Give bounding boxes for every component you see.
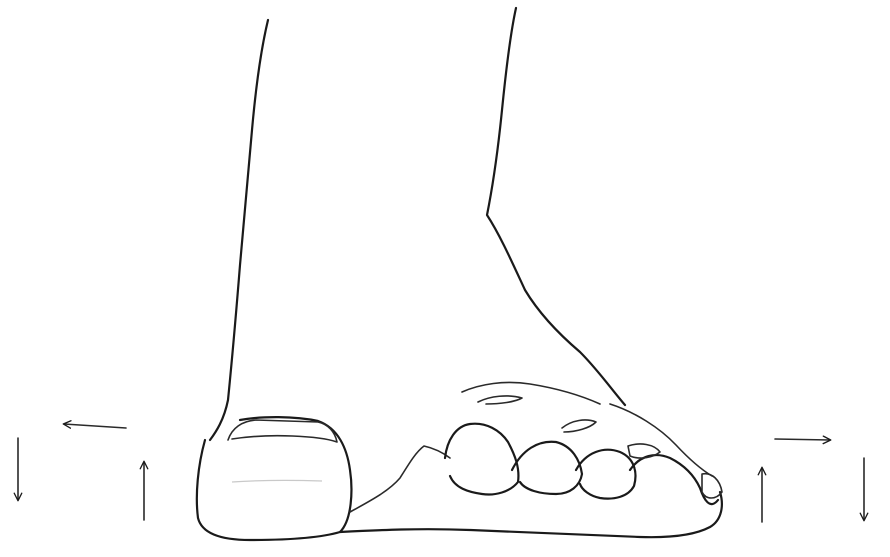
toe-tip-curve <box>610 404 712 476</box>
toe-nail-second <box>478 396 522 404</box>
arrow-right-outer <box>775 439 830 440</box>
leg-left-outline <box>210 20 268 440</box>
fourth-toe-outline <box>576 450 635 499</box>
big-toe-nail <box>228 420 337 442</box>
big-toe-pencil-line <box>232 480 322 482</box>
second-toe-base <box>350 446 450 512</box>
toe-nail-third <box>562 420 596 432</box>
leg-right-outline <box>487 8 625 405</box>
sole-outline <box>340 492 722 537</box>
toe-nail-fifth <box>702 474 722 498</box>
second-toe-outline <box>445 424 518 495</box>
arrow-left-outer <box>64 424 126 428</box>
third-toe-outline <box>512 442 582 494</box>
